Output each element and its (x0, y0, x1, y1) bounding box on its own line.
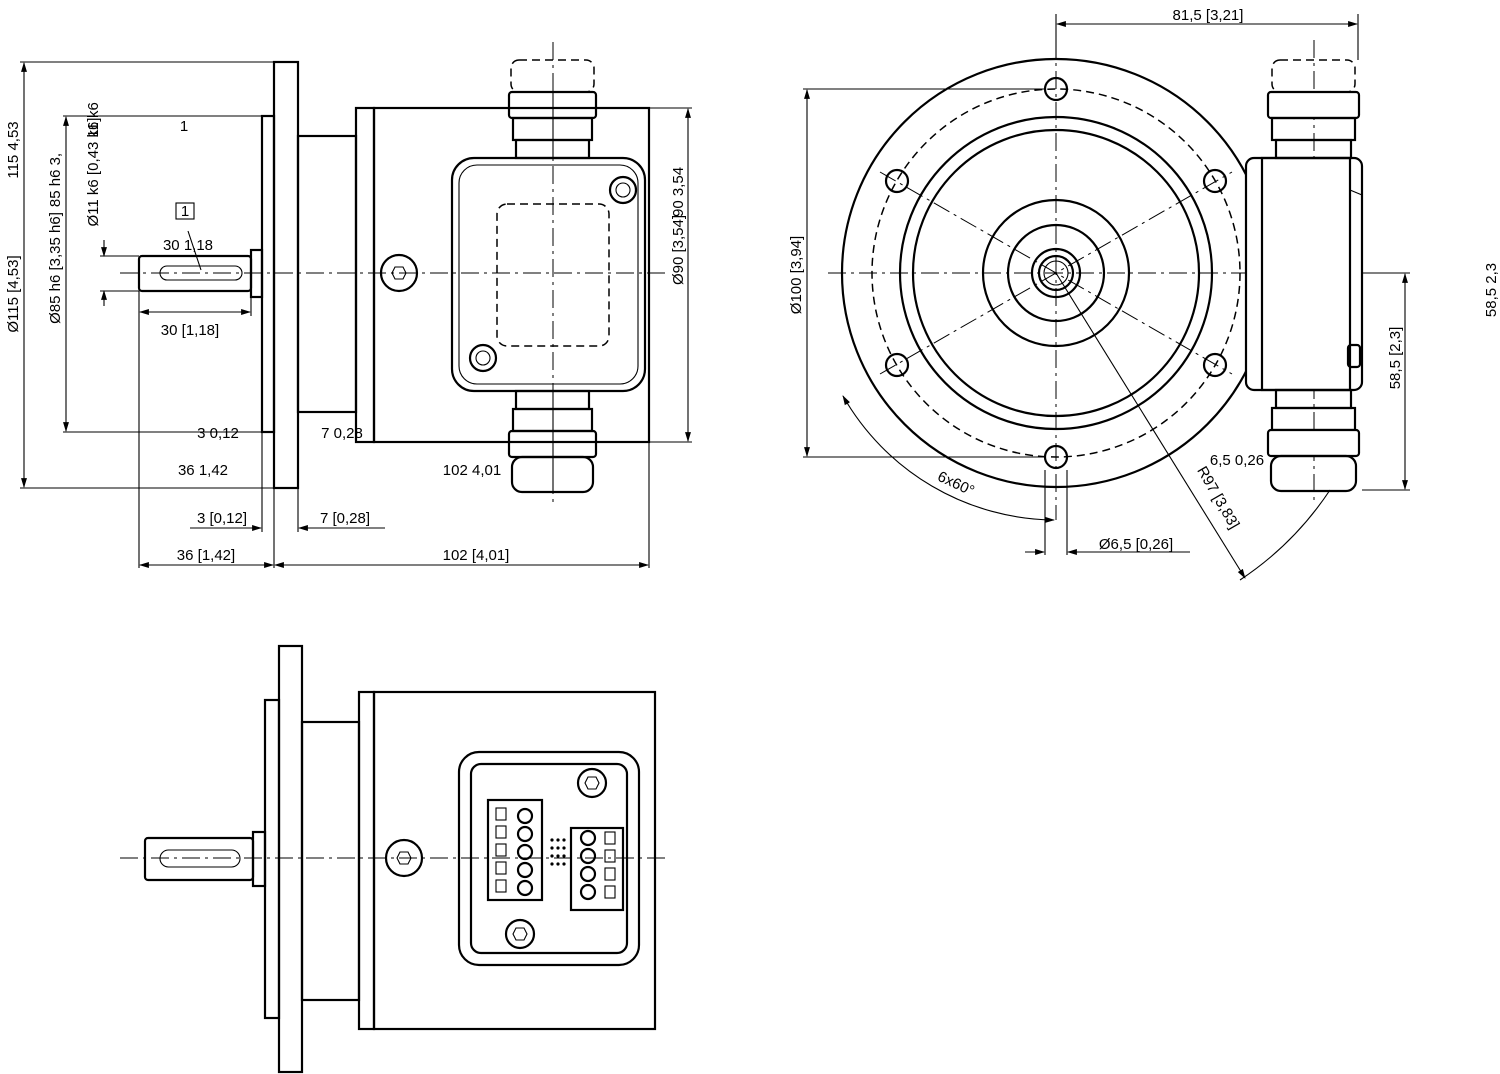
terminal-box (450, 156, 647, 393)
front-view: 81,5 [3,21] Ø100 [3,94] 58,5 [2,3] Ø6,5 … (788, 7, 1500, 581)
bottom-view (120, 644, 665, 1074)
dim-angle: 6x60° (935, 468, 977, 500)
terminal-box-side (1244, 59, 1364, 493)
ghost-115: 115 4,53 (5, 121, 22, 178)
dim-d6-5: Ø6,5 [0,26] (1099, 536, 1173, 553)
terminal-compartment (457, 750, 641, 967)
housing-screw-icon (379, 253, 419, 293)
ghost-102: 102 4,01 (443, 462, 501, 479)
ghost-11: 11 k6 (85, 102, 102, 138)
dim-d100: Ø100 [3,94] (788, 236, 805, 314)
side-view: 1 Ø115 [4,53] Ø85 h6 [3,35 h6] Ø11 k6 [0… (5, 42, 692, 568)
ghost-90: 90 3,54 (670, 167, 687, 217)
dim-d11: Ø11 k6 [0,43 k6] (85, 118, 102, 227)
terminal-block-right (569, 826, 625, 912)
housing (354, 106, 376, 444)
mounting-holes (884, 76, 1228, 470)
dim-3: 3 [0,12] (197, 510, 247, 527)
dim-d90: Ø90 [3,54] (670, 215, 687, 285)
dim-58-5: 58,5 [2,3] (1387, 327, 1404, 390)
dim-36: 36 [1,42] (177, 547, 235, 564)
flange (260, 114, 276, 434)
dim-7: 7 [0,28] (320, 510, 370, 527)
housing-screw-bottom-icon (384, 838, 424, 878)
dim-r97: R97 [3,83] (1193, 464, 1242, 532)
dim-81-5: 81,5 [3,21] (1173, 7, 1244, 24)
dim-102: 102 [4,01] (443, 547, 510, 564)
ghost-36: 36 1,42 (178, 462, 228, 479)
ghost-30: 30 1,18 (163, 237, 213, 254)
ghost-7: 7 0,28 (321, 425, 363, 442)
callout-number: 1 (181, 203, 189, 220)
dim-30: 30 [1,18] (161, 322, 219, 339)
callout-box (175, 202, 195, 220)
dim-d85: Ø85 h6 [3,35 h6] (47, 212, 64, 324)
ghost-3: 3 0,12 (197, 425, 239, 442)
ghost-85: 85 h6 3, (47, 153, 64, 207)
dim-d115: Ø115 [4,53] (5, 255, 22, 332)
ghost-1: 1 (180, 118, 188, 135)
terminal-block-left (486, 798, 544, 902)
shaft-keyway (159, 265, 243, 281)
ghost-6-5: 6,5 0,26 (1210, 452, 1264, 469)
ghost-58-5: 58,5 2,3 (1483, 263, 1500, 317)
